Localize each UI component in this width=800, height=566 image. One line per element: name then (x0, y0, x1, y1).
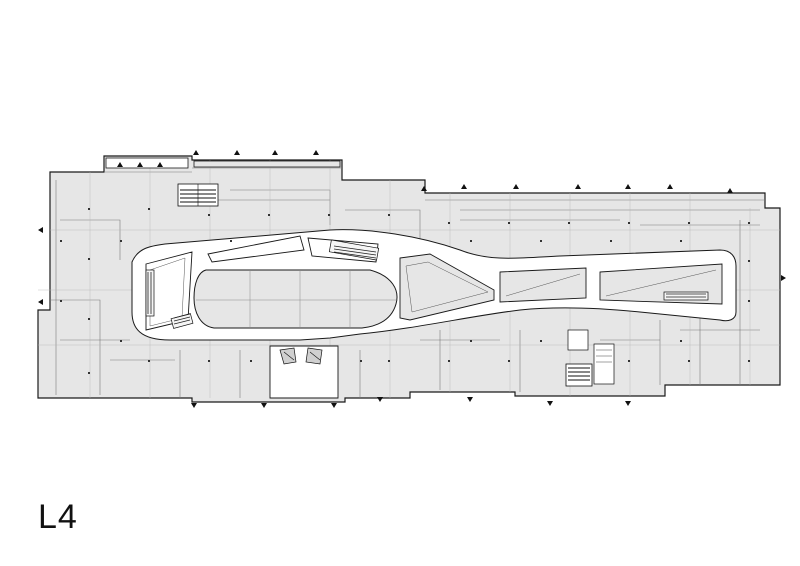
column-marker (60, 208, 750, 374)
escalator-north (328, 239, 380, 261)
floor-level-label: L4 (38, 498, 78, 536)
core-south-east (565, 363, 593, 387)
core-east (593, 343, 615, 385)
north-facade-strip (105, 157, 341, 169)
entrance-arrow (38, 150, 786, 408)
escalator-east (663, 291, 709, 301)
escalator-west (145, 269, 194, 329)
escalator-icon (145, 239, 709, 329)
void-center-block (399, 253, 495, 321)
stair-icon (177, 183, 615, 387)
void-north-left (207, 235, 305, 263)
oval-island-grid (196, 270, 396, 328)
oval-island (193, 269, 398, 329)
entrance-south (269, 345, 339, 399)
core-east-lift (567, 329, 589, 351)
